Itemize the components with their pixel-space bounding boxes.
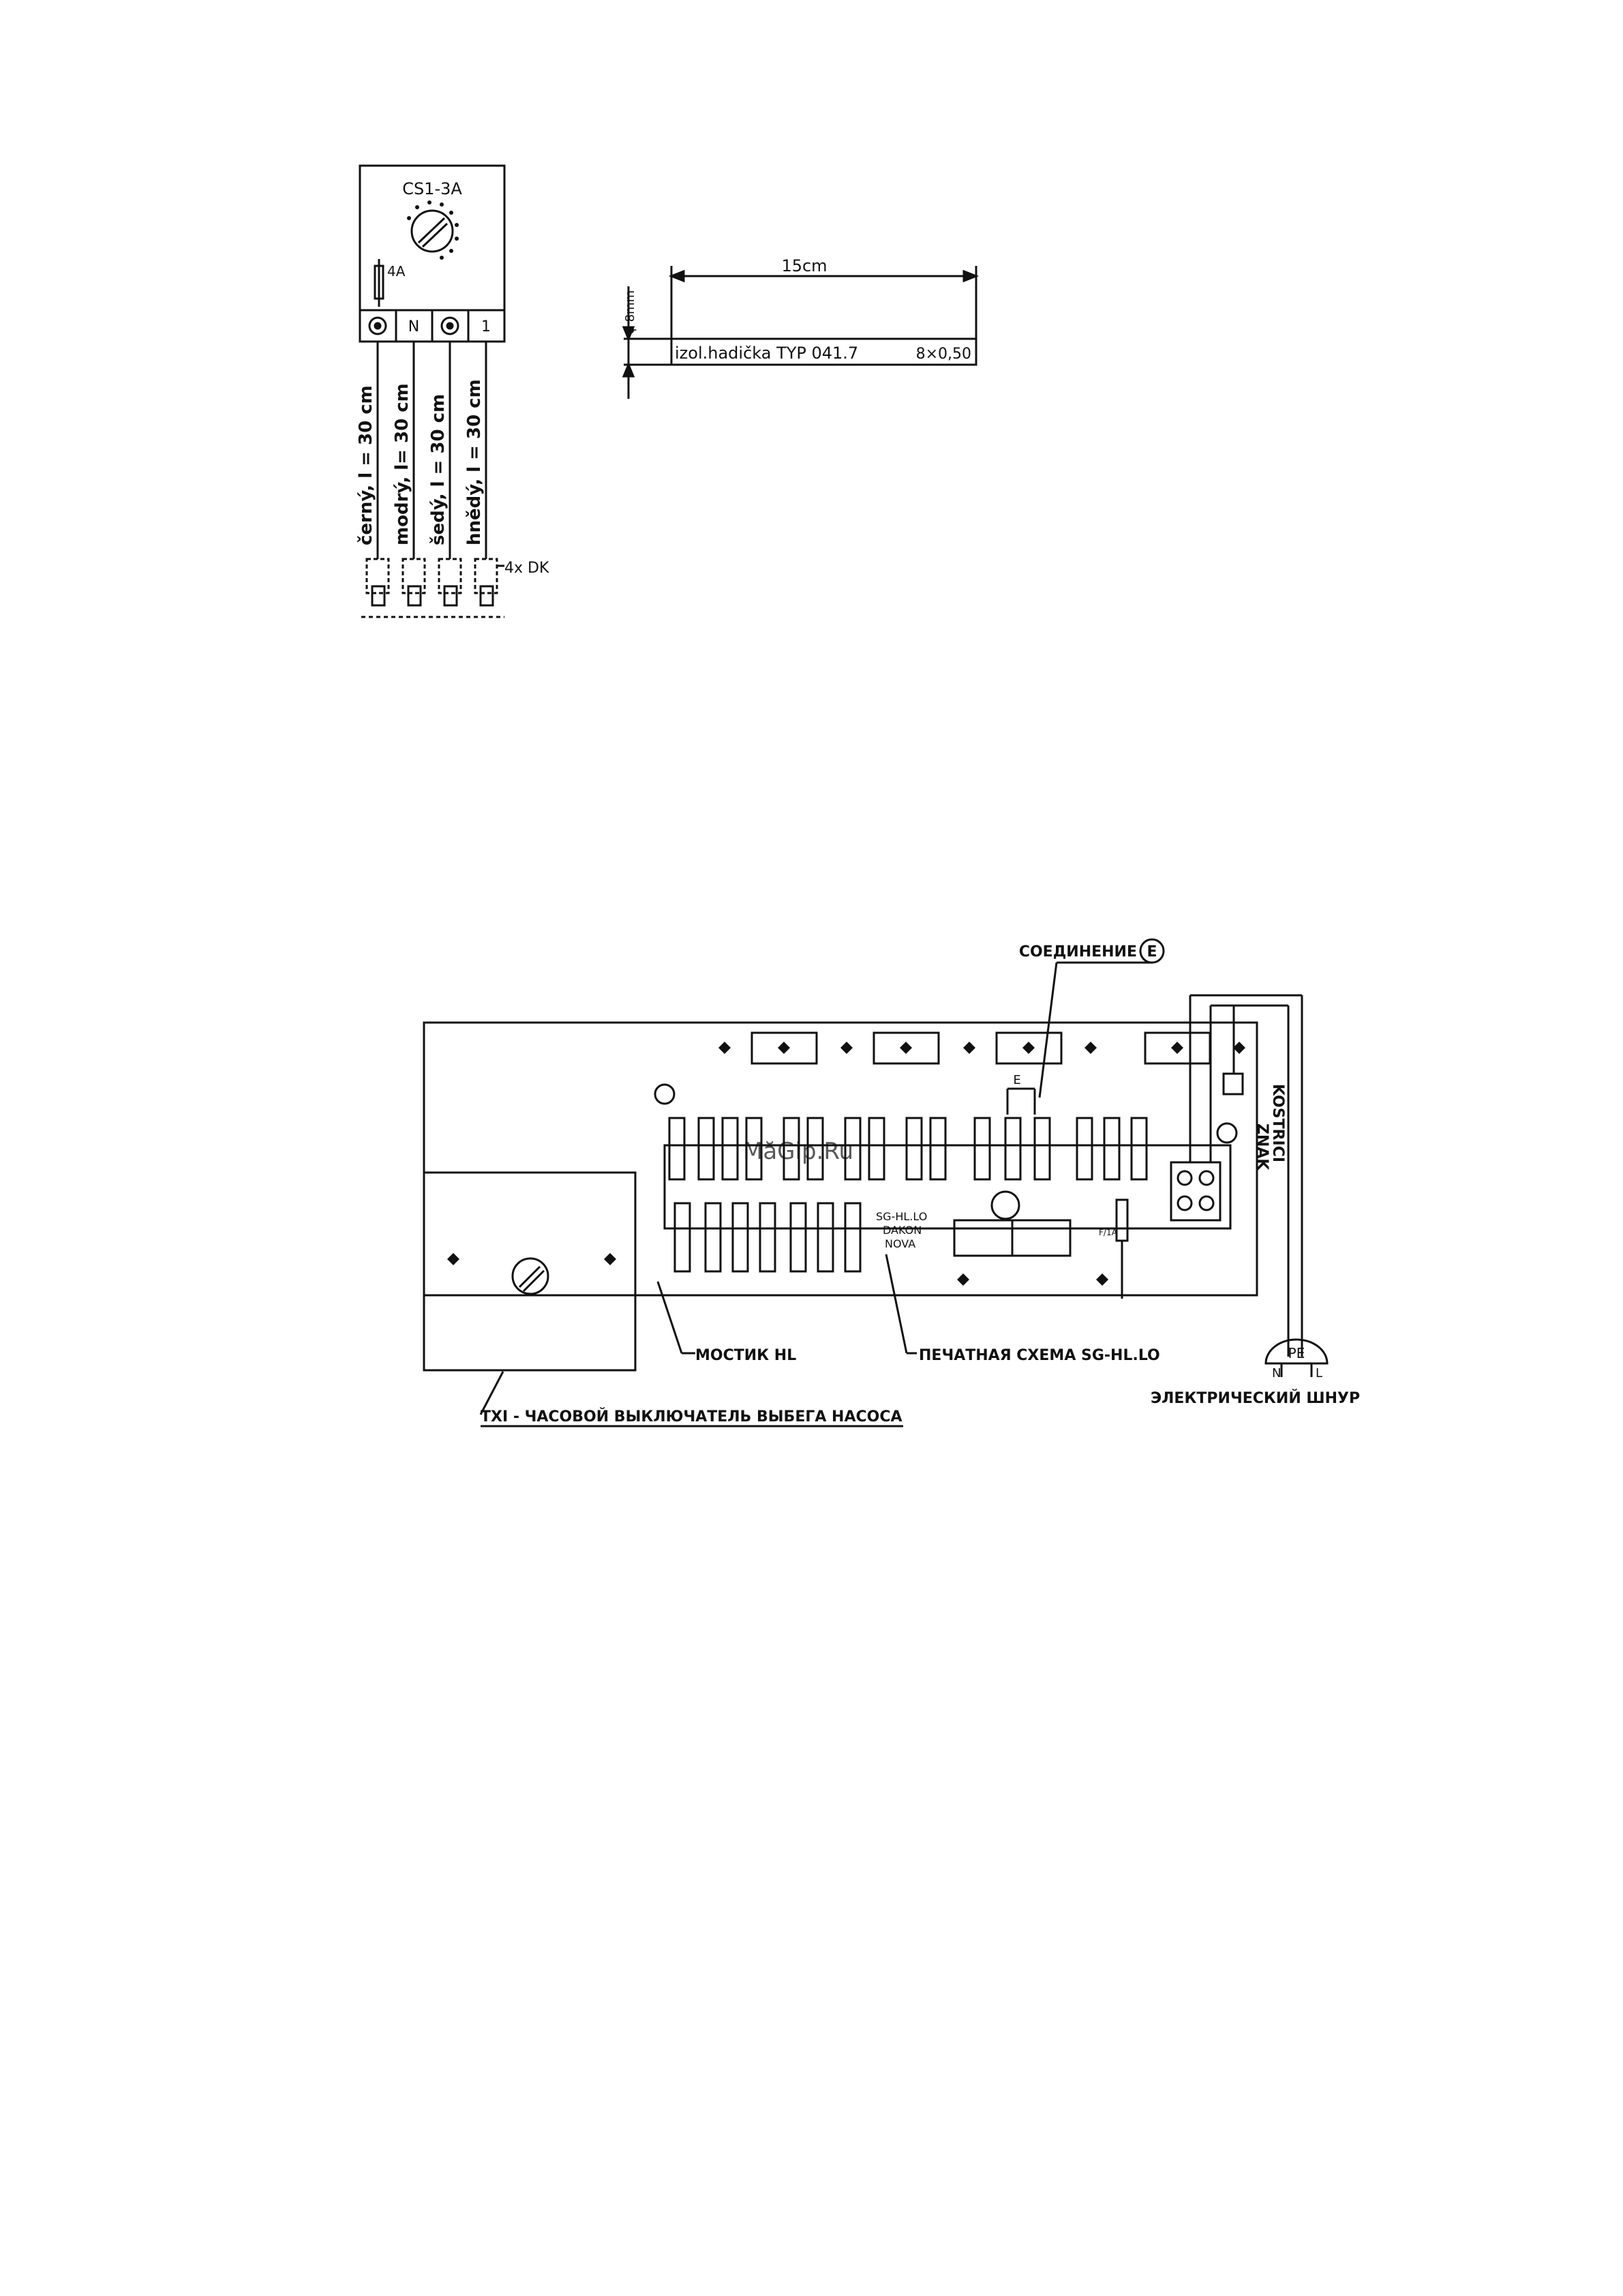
upper-terminals: [669, 1118, 1147, 1179]
tube-spec: 8×0,50: [916, 346, 971, 363]
mount-hole-right: [1217, 1123, 1237, 1143]
board-diagram: СОЕДИНЕНИЕ E: [424, 939, 1327, 1415]
pcb-leader: [886, 1254, 907, 1353]
fuse-label: 4A: [387, 263, 406, 280]
lower-terminals: [675, 1203, 860, 1271]
ground-label-1: KOSTRICI: [1269, 1084, 1286, 1162]
wire-label-black: černý, l = 30 cm: [356, 385, 376, 545]
connector-label: 4x DK: [504, 560, 549, 577]
board-callouts: МОСТИК HL ПЕЧАТНАЯ СХЕМА SG-HL.LO ЭЛЕКТР…: [481, 1347, 1360, 1425]
cord-label: ЭЛЕКТРИЧЕСКИЙ ШНУР: [1151, 1389, 1360, 1407]
terminal-1: 1: [481, 318, 491, 335]
fuse-text: F/1A: [1099, 1228, 1118, 1237]
cs1-3a-switch-diagram: CS1-3A 4A N 1: [360, 166, 549, 617]
plug-l: L: [1316, 1366, 1322, 1380]
board-text-3: NOVA: [885, 1237, 915, 1250]
wire-labels: černý, l = 30 cm modrý, l= 30 cm šedý, l…: [356, 379, 485, 545]
connection-label: СОЕДИНЕНИЕ: [1019, 943, 1137, 961]
tube-label: izol.hadička TYP 041.7: [675, 344, 858, 363]
wire-label-blue: modrý, l= 30 cm: [392, 383, 412, 545]
diameter-label: φ 8mm: [623, 290, 637, 334]
wire-label-grey: šedý, l = 30 cm: [428, 394, 449, 545]
ground-marker: [1224, 1074, 1243, 1094]
length-label: 15cm: [781, 256, 827, 275]
bridge-leader: [658, 1282, 682, 1353]
board-text-1: SG-HL.LO: [876, 1210, 927, 1223]
watermark: MӑGip.Ru: [743, 1138, 853, 1165]
top-mounts: [752, 1033, 1210, 1063]
wire-label-brown: hnědý, l = 30 cm: [464, 379, 485, 545]
e-marker: E: [1013, 1073, 1020, 1087]
timer-label: TXI - ЧАСОВОЙ ВЫКЛЮЧАТЕЛЬ ВЫБЕГА НАСОСА: [481, 1408, 902, 1425]
bridge-label: МОСТИК HL: [695, 1347, 796, 1364]
plug-n: N: [1272, 1366, 1281, 1380]
terminal-n: N: [408, 318, 419, 335]
plug-label: PE: [1288, 1345, 1305, 1361]
connectors: [361, 559, 504, 617]
mains-terminal-block: [1171, 1162, 1220, 1220]
connection-marker-letter: E: [1147, 943, 1157, 961]
pcb-fuse: [1117, 1200, 1127, 1241]
ground-label-2: ZNAK: [1254, 1123, 1271, 1170]
switch-title: CS1-3A: [402, 179, 462, 198]
timer-txi: [424, 1173, 635, 1370]
board-text-2: DAKON: [883, 1224, 922, 1237]
mount-hole-left: [655, 1085, 674, 1104]
pcb-label: ПЕЧАТНАЯ СХЕМА SG-HL.LO: [919, 1347, 1160, 1364]
tube-diagram: 15cm φ 8mm izol.hadička TYP 041.7 8×0,50: [623, 256, 976, 399]
relay-coil: [992, 1192, 1019, 1219]
